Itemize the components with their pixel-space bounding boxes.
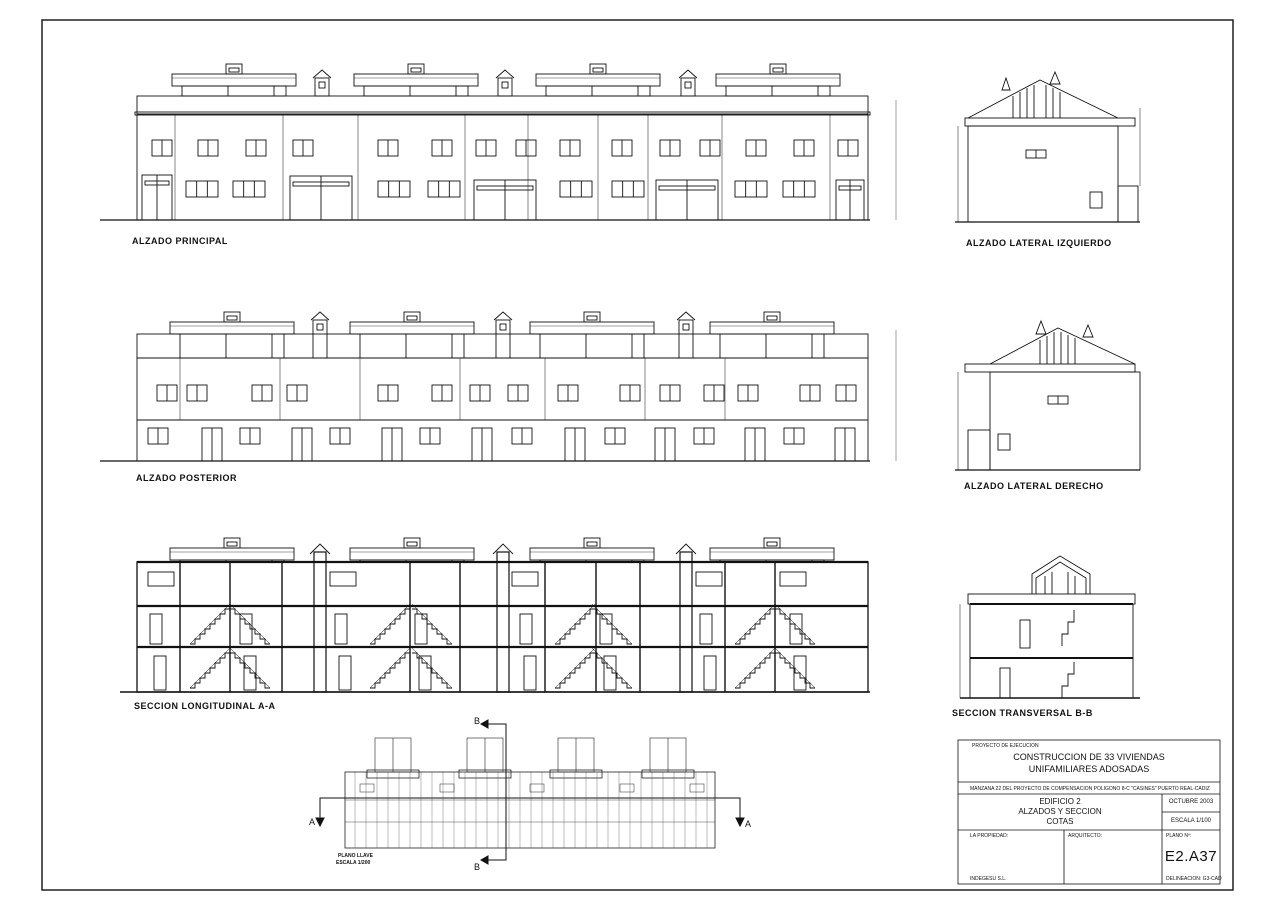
tb-plan-no-label: PLANO Nº: — [1166, 833, 1192, 839]
tb-sheet-line-3: COTAS — [1046, 817, 1074, 826]
tb-project-title-2: UNIFAMILIARES ADOSADAS — [1028, 764, 1150, 774]
section-marker-b-bottom: B — [474, 862, 481, 872]
tb-plan-code: E2.A37 — [1164, 848, 1218, 865]
tb-scale: ESCALA 1/100 — [1170, 818, 1212, 824]
seccion-longitudinal-drawing — [120, 537, 870, 693]
key-plan-scale: ESCALA 1/200 — [336, 860, 371, 866]
alzado-lateral-derecho-drawing — [955, 319, 1141, 471]
title-block — [957, 739, 1221, 885]
tb-project-title-1: CONSTRUCCION DE 33 VIVIENDAS — [1013, 752, 1165, 762]
alzado-principal-drawing — [100, 63, 897, 221]
tb-sheet-line-2: ALZADOS Y SECCION — [1018, 807, 1102, 816]
section-marker-b-top: B — [474, 716, 481, 726]
tb-owner-label: LA PROPIEDAD: — [970, 833, 1009, 839]
tb-sheet-line-1: EDIFICIO 2 — [1039, 797, 1081, 806]
alzado-lateral-izquierdo-drawing — [955, 70, 1141, 223]
alzado-posterior-drawing — [100, 311, 897, 462]
tb-location: MANZANA 22 DEL PROYECTO DE COMPENSACION … — [970, 786, 1210, 792]
tb-owner-name: INDEGESU S.L. — [970, 876, 1007, 882]
key-plan-title: PLANO LLAVE — [338, 853, 373, 859]
plano-llave-drawing — [344, 737, 716, 849]
section-cut-lines — [315, 719, 745, 865]
label-alzado-principal: ALZADO PRINCIPAL — [132, 236, 228, 246]
section-marker-a-right: A — [745, 819, 752, 829]
tb-architect-label: ARQUITECTO: — [1068, 833, 1103, 839]
seccion-transversal-drawing — [959, 555, 1140, 699]
sheet-frame — [41, 19, 1234, 891]
tb-date: OCTUBRE 2003 — [1168, 799, 1214, 805]
label-alzado-lateral-derecho: ALZADO LATERAL DERECHO — [964, 481, 1104, 491]
label-seccion-longitudinal: SECCION LONGITUDINAL A-A — [134, 701, 276, 711]
section-marker-a-left: A — [309, 817, 316, 827]
label-alzado-lateral-izquierdo: ALZADO LATERAL IZQUIERDO — [966, 238, 1112, 248]
tb-project-phase: PROYECTO DE EJECUCION — [972, 743, 1039, 749]
tb-delineation: DELINEACION: G3-CAD — [1166, 876, 1222, 882]
label-seccion-transversal: SECCION TRANSVERSAL B-B — [952, 708, 1093, 718]
label-alzado-posterior: ALZADO POSTERIOR — [136, 473, 238, 483]
